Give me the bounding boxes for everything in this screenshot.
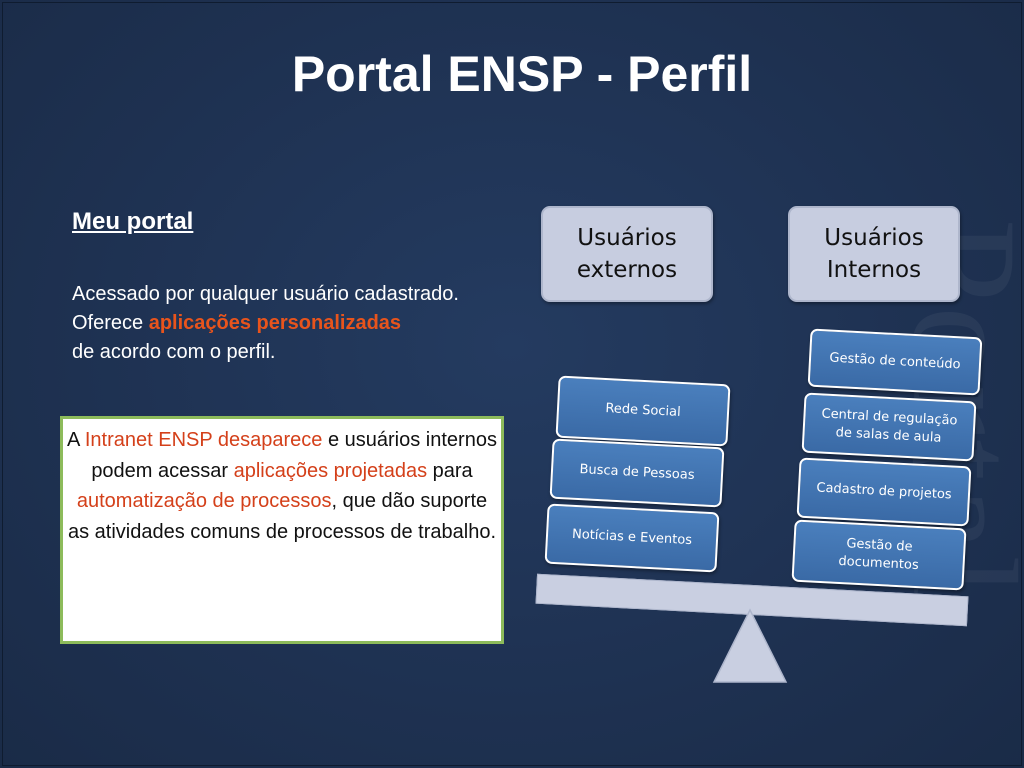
note-text-1: A (67, 429, 85, 451)
internal-item-label: Gestão de conteúdo (829, 350, 961, 373)
internal-item-cadastro-projetos: Cadastro de projetos (796, 457, 972, 527)
description-line-2-prefix: Oferece (72, 312, 149, 334)
note-highlight-2: aplicações projetadas (233, 459, 428, 482)
external-item-label: Rede Social (604, 401, 682, 420)
internal-item-central-regulacao: Central de regulação de salas de aula (801, 392, 977, 462)
internal-users-label: Usuários Internos (824, 225, 924, 283)
description-line-1: Acessado por qualquer usuário cadastrado… (72, 283, 459, 305)
note-text-3: para (427, 459, 473, 482)
external-item-label: Busca de Pessoas (579, 461, 695, 484)
section-heading: Meu portal (72, 208, 194, 235)
description-highlight: aplicações personalizadas (148, 312, 402, 334)
internal-item-label: Cadastro de projetos (816, 480, 952, 503)
external-item-noticias-eventos: Notícias e Eventos (544, 503, 720, 573)
external-users-label: Usuários externos (576, 225, 678, 283)
section-description: Acessado por qualquer usuário cadastrado… (72, 280, 512, 367)
internal-item-label: Gestão de documentos (838, 536, 920, 574)
note-highlight-3: automatização de processos (76, 490, 332, 512)
balance-fulcrum (712, 608, 788, 683)
internal-item-gestao-conteudo: Gestão de conteúdo (807, 328, 983, 396)
external-users-box: Usuários externos (541, 206, 713, 302)
intranet-note-box: A Intranet ENSP desaparece e usuários in… (60, 416, 504, 644)
internal-item-gestao-documentos: Gestão de documentos (791, 519, 967, 591)
internal-users-box: Usuários Internos (788, 206, 960, 302)
external-item-rede-social: Rede Social (555, 375, 731, 447)
internal-item-label: Central de regulação de salas de aula (821, 406, 958, 446)
note-text-2: e usuários internos podem acessar (91, 429, 497, 482)
description-line-3: de acordo com o perfil. (72, 341, 276, 363)
external-item-busca-pessoas: Busca de Pessoas (549, 438, 725, 508)
slide-title: Portal ENSP - Perfil (291, 46, 753, 102)
note-text-4: , que dão suporte as atividades comuns d… (67, 490, 497, 543)
note-highlight-1: Intranet ENSP desaparece (84, 429, 323, 451)
external-item-label: Notícias e Eventos (571, 526, 693, 549)
